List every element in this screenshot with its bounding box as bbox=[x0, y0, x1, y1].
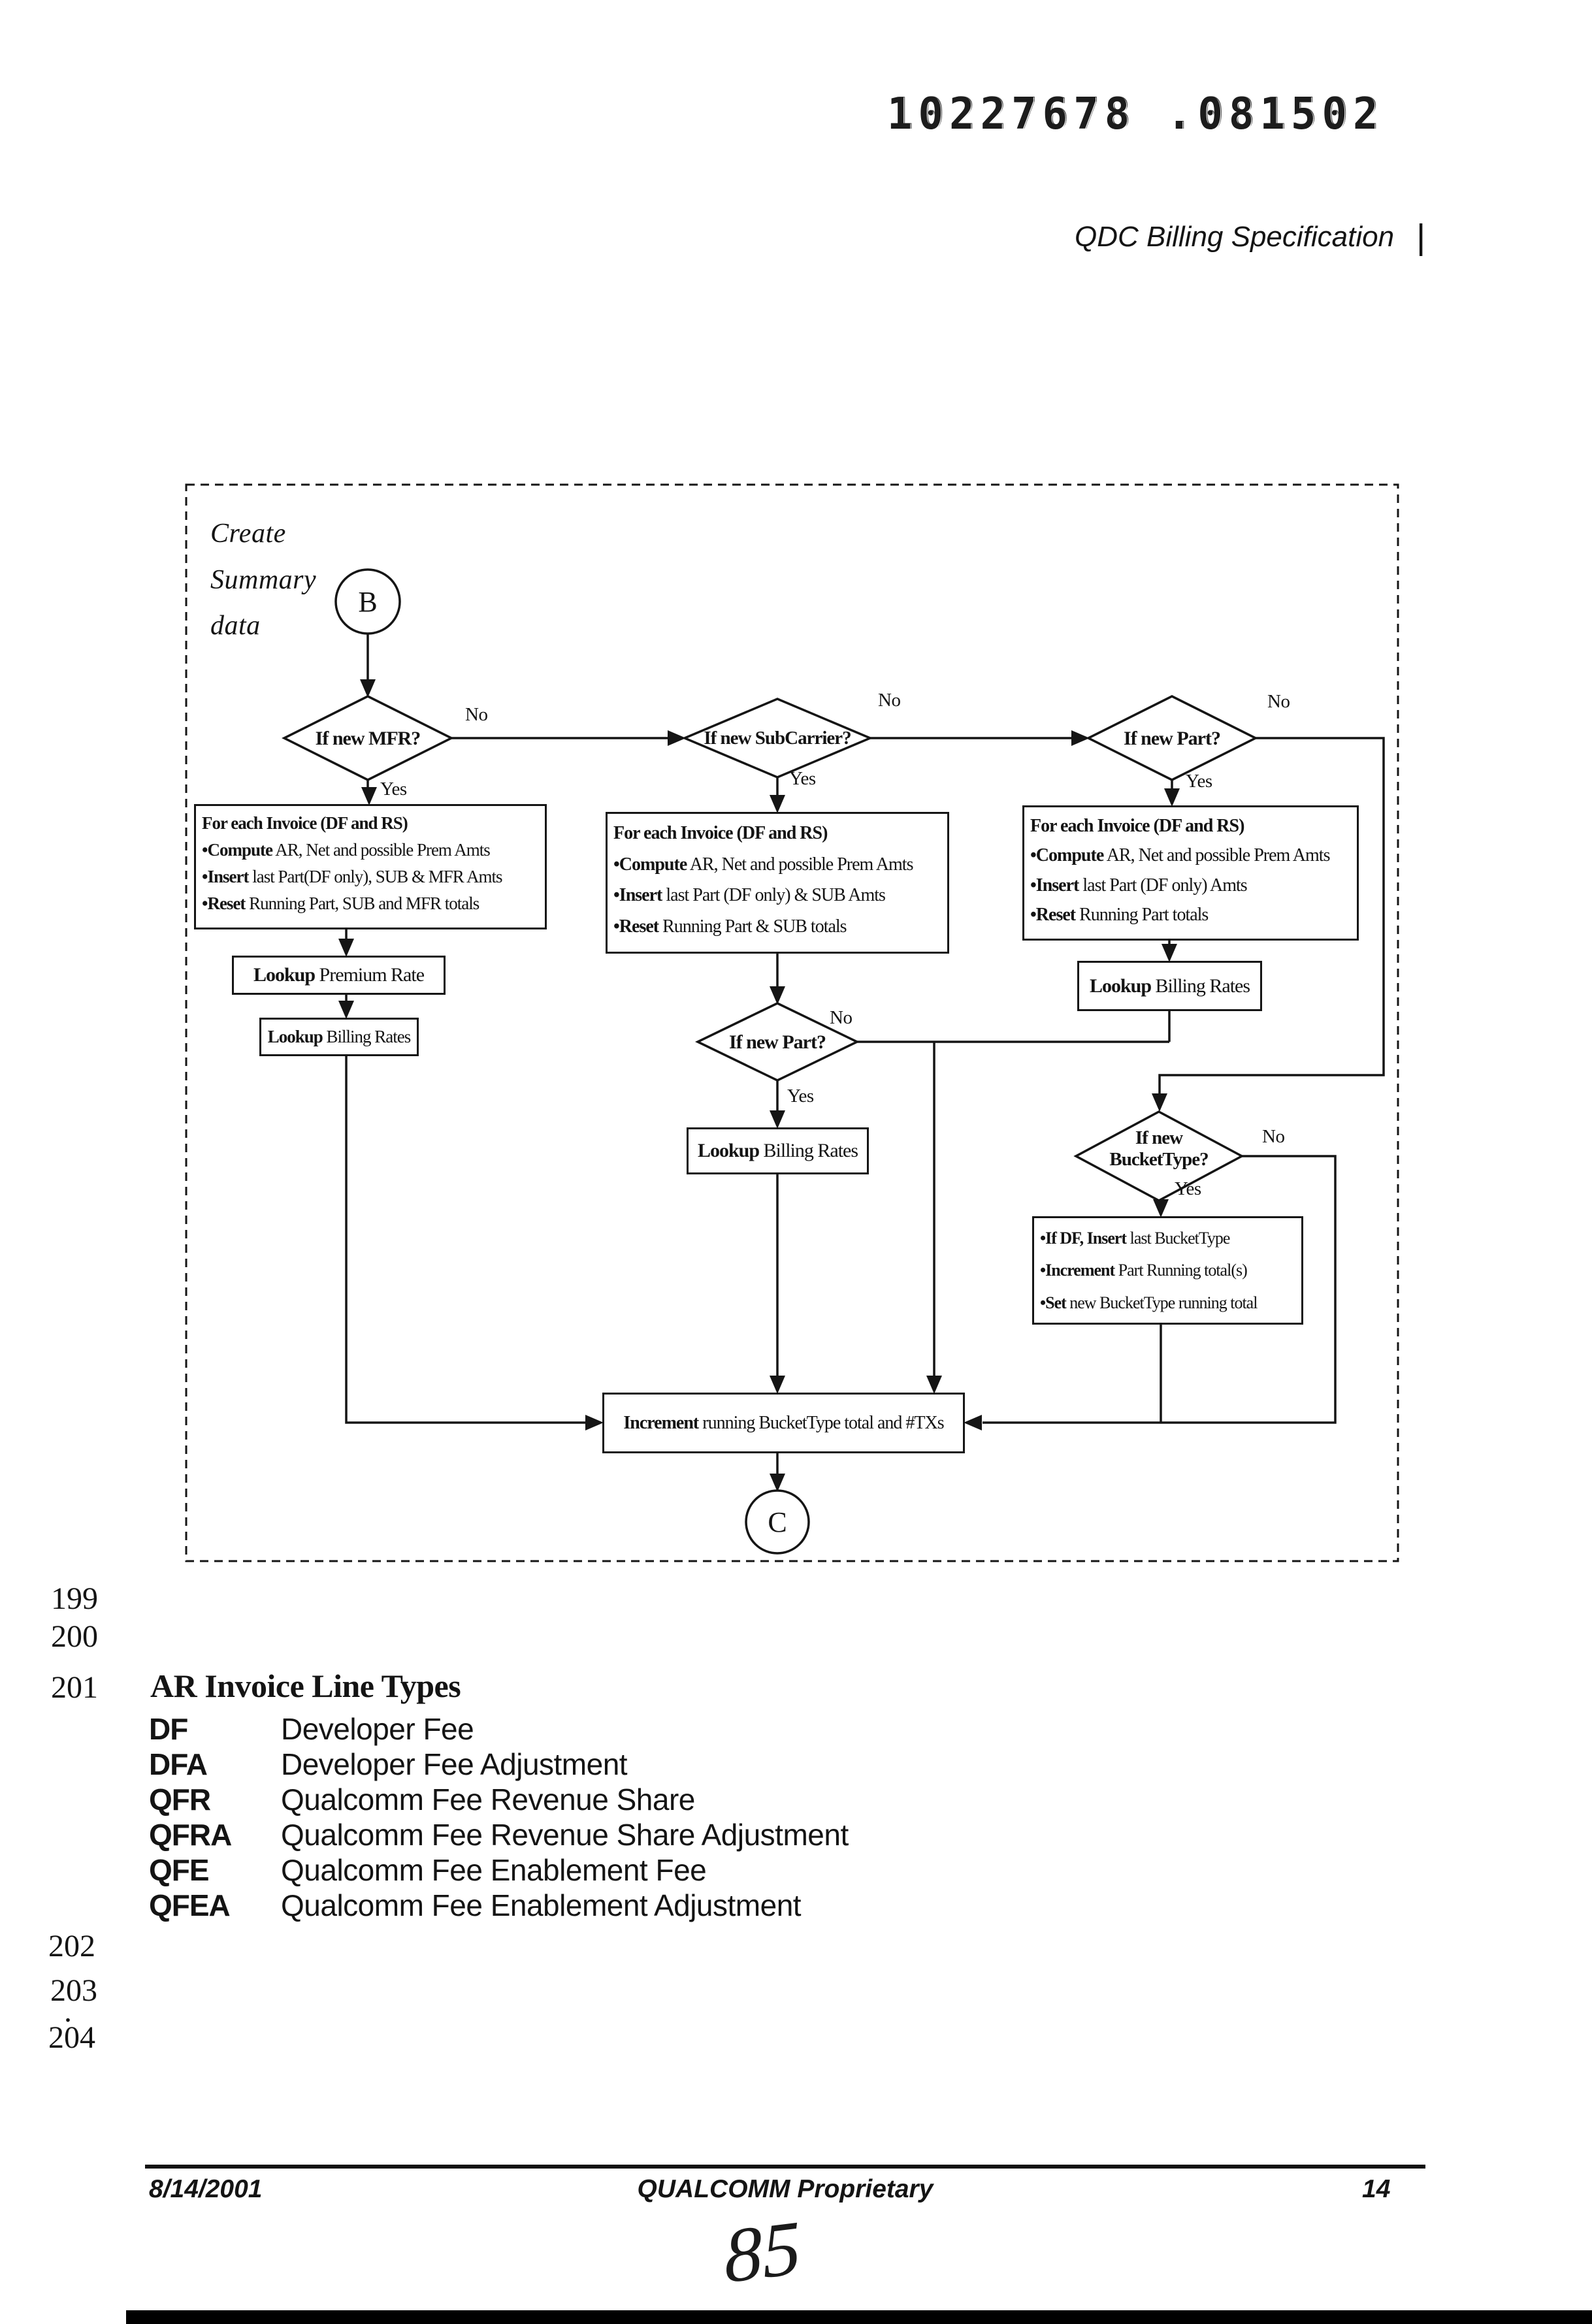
def-desc-qfr: Qualcomm Fee Revenue Share bbox=[281, 1783, 695, 1816]
footer-proprietary: QUALCOMM Proprietary bbox=[637, 2175, 934, 2203]
page-header: QDC Billing Specification | bbox=[1075, 217, 1425, 257]
process-buckettype-bullet2: •Increment Part Running total(s) bbox=[1040, 1261, 1248, 1280]
process-invoice-part-bullet3: •Reset Running Part totals bbox=[1030, 905, 1209, 926]
patent-stamp: 10227678 .081502 bbox=[887, 89, 1384, 140]
def-desc-qfra: Qualcomm Fee Revenue Share Adjustment bbox=[281, 1818, 849, 1852]
process-buckettype-bullet3: •Set new BucketType running total bbox=[1040, 1293, 1258, 1312]
decision-new-part-mid-label: If new Part? bbox=[729, 1031, 826, 1053]
connector-b-circle bbox=[334, 568, 401, 635]
process-invoice-part-bullet1: •Compute AR, Net and possible Prem Amts bbox=[1030, 845, 1330, 866]
def-desc-qfea: Qualcomm Fee Enablement Adjustment bbox=[281, 1888, 802, 1922]
line-number-202: 202 bbox=[48, 1929, 95, 1963]
process-invoice-subcarrier-bullet3: •Reset Running Part & SUB totals bbox=[613, 916, 847, 937]
line-number-200: 200 bbox=[51, 1619, 98, 1654]
process-lookup-billing-rates-mid: Lookup Billing Rates bbox=[687, 1127, 869, 1174]
process-invoice-mfr-bullet1: •Compute AR, Net and possible Prem Amts bbox=[202, 840, 491, 860]
footer-rule bbox=[145, 2165, 1425, 2169]
part-right-no-label: No bbox=[1267, 691, 1290, 712]
decision-new-buckettype-line1: If new bbox=[1135, 1127, 1183, 1148]
handwritten-mark: 85 bbox=[721, 2204, 803, 2300]
mfr-no-label: No bbox=[465, 704, 488, 725]
decision-new-subcarrier-label: If new SubCarrier? bbox=[704, 728, 851, 749]
flowchart-caption-line3: data bbox=[210, 611, 261, 641]
decision-new-buckettype-line2: BucketType? bbox=[1109, 1149, 1209, 1170]
process-lookup-billing-rates-right: Lookup Billing Rates bbox=[1077, 961, 1262, 1011]
decision-new-mfr-label: If new MFR? bbox=[315, 727, 421, 749]
buckettype-no-label: No bbox=[1262, 1126, 1285, 1147]
process-invoice-part-bullet2: •Insert last Part (DF only) Amts bbox=[1030, 875, 1248, 896]
def-code-df: DF bbox=[149, 1712, 188, 1746]
line-number-199: 199 bbox=[51, 1581, 98, 1616]
process-invoice-mfr-bullet2: •Insert last Part(DF only), SUB & MFR Am… bbox=[202, 867, 503, 887]
footer-page-number: 14 bbox=[1362, 2175, 1391, 2203]
connector-c-label: C bbox=[768, 1506, 787, 1538]
process-buckettype-actions: •If DF, Insert last BucketType •Incremen… bbox=[1032, 1216, 1303, 1325]
mfr-yes-label: Yes bbox=[380, 779, 407, 799]
decision-new-part-right-label: If new Part? bbox=[1124, 727, 1221, 749]
process-buckettype-bullet1: •If DF, Insert last BucketType bbox=[1040, 1229, 1230, 1248]
def-code-qfe: QFE bbox=[149, 1853, 210, 1887]
subcarrier-yes-label: Yes bbox=[789, 768, 816, 789]
flowchart-caption-line1: Create bbox=[210, 519, 286, 549]
stray-dot: . bbox=[64, 1994, 72, 2029]
flowchart-caption: Create Summary data bbox=[210, 511, 316, 649]
flowchart-frame bbox=[185, 483, 1399, 1562]
def-desc-dfa: Developer Fee Adjustment bbox=[281, 1747, 628, 1781]
def-code-dfa: DFA bbox=[149, 1747, 208, 1781]
def-desc-qfe: Qualcomm Fee Enablement Fee bbox=[281, 1853, 707, 1887]
edge-left-column-to-increment bbox=[345, 1056, 586, 1424]
edge-part-right-no-return bbox=[1158, 737, 1385, 1094]
flowchart-caption-line2: Summary bbox=[210, 564, 317, 595]
part-mid-yes-label: Yes bbox=[787, 1086, 814, 1106]
edge-buckettype-no-return bbox=[983, 1155, 1337, 1424]
def-desc-df: Developer Fee bbox=[281, 1712, 474, 1746]
def-code-qfra: QFRA bbox=[149, 1818, 232, 1852]
footer-date: 8/14/2001 bbox=[149, 2175, 263, 2203]
page-header-title: QDC Billing Specification bbox=[1075, 221, 1395, 253]
line-number-203: 203 bbox=[50, 1973, 97, 2008]
process-lookup-billing-rates-left: Lookup Billing Rates bbox=[259, 1018, 419, 1056]
decision-new-buckettype-label: If new BucketType? bbox=[1080, 1127, 1237, 1171]
part-right-yes-label: Yes bbox=[1186, 771, 1212, 792]
line-number-201: 201 bbox=[51, 1670, 98, 1705]
process-invoice-mfr-bullet3: •Reset Running Part, SUB and MFR totals bbox=[202, 894, 479, 914]
process-invoice-subcarrier: For each Invoice (DF and RS) •Compute AR… bbox=[606, 812, 949, 954]
arrowheads bbox=[338, 679, 1180, 1492]
def-code-qfr: QFR bbox=[149, 1783, 211, 1816]
subcarrier-no-label: No bbox=[878, 690, 901, 711]
process-invoice-subcarrier-bullet2: •Insert last Part (DF only) & SUB Amts bbox=[613, 885, 886, 906]
buckettype-yes-label: Yes bbox=[1175, 1178, 1201, 1199]
connector-b-label: B bbox=[358, 585, 378, 618]
def-code-qfea: QFEA bbox=[149, 1888, 231, 1922]
process-invoice-part-title: For each Invoice (DF and RS) bbox=[1030, 816, 1244, 836]
page-header-bar: | bbox=[1416, 218, 1426, 257]
process-increment-total: Increment running BucketType total and #… bbox=[602, 1393, 965, 1453]
process-lookup-premium-rate: Lookup Premium Rate bbox=[232, 956, 446, 995]
process-invoice-subcarrier-bullet1: •Compute AR, Net and possible Prem Amts bbox=[613, 854, 913, 875]
process-invoice-mfr: For each Invoice (DF and RS) •Compute AR… bbox=[194, 804, 547, 929]
process-invoice-part: For each Invoice (DF and RS) •Compute AR… bbox=[1022, 805, 1359, 941]
part-mid-no-label: No bbox=[830, 1007, 853, 1028]
section-heading: AR Invoice Line Types bbox=[150, 1668, 461, 1704]
scan-edge-bar bbox=[126, 2310, 1592, 2324]
process-invoice-mfr-title: For each Invoice (DF and RS) bbox=[202, 813, 408, 833]
line-number-204: 204 bbox=[48, 2020, 95, 2055]
process-invoice-subcarrier-title: For each Invoice (DF and RS) bbox=[613, 823, 828, 843]
